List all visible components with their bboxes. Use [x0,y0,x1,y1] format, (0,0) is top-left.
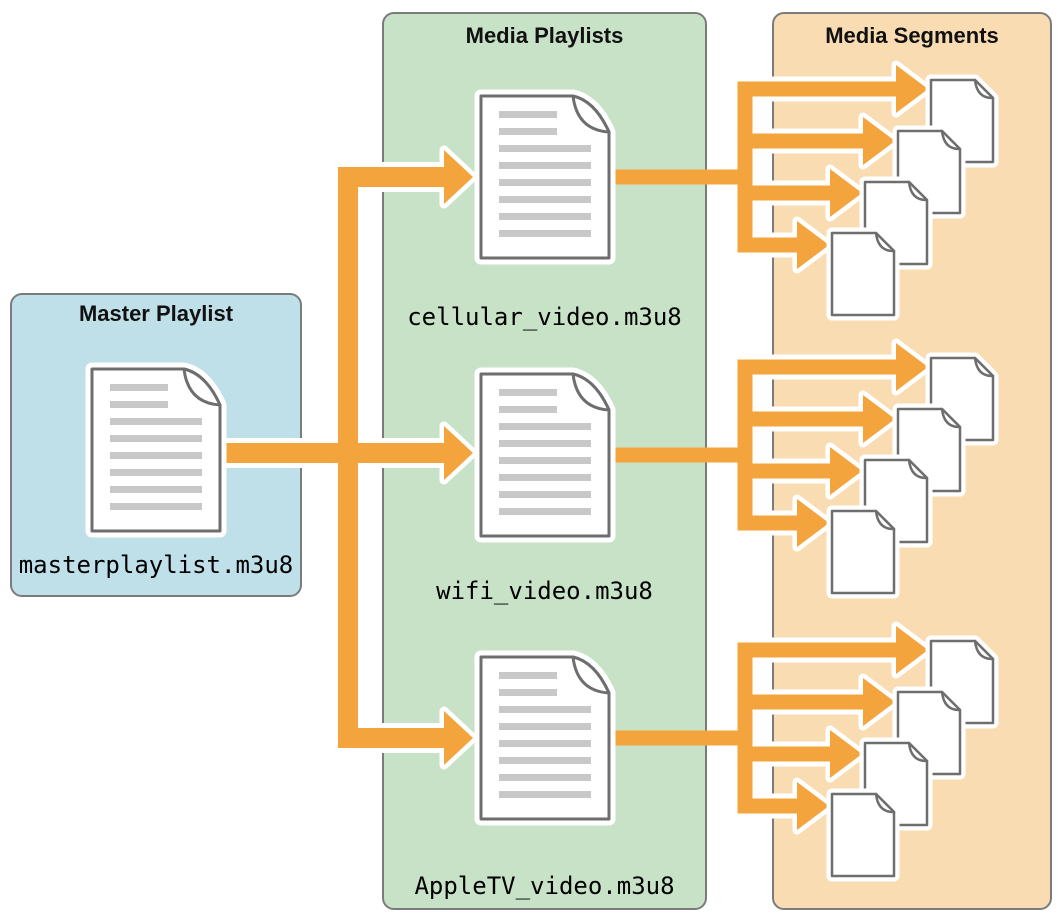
media-playlists-title: Media Playlists [465,23,624,48]
master-playlist-title: Master Playlist [78,301,234,326]
master-to-playlists-arrows [201,145,478,770]
segments-group-cellular [608,65,993,315]
master-playlist-doc-icon [92,369,220,531]
wifi-playlist-doc-icon [481,374,609,536]
media-segments-title: Media Segments [825,23,999,48]
segments-group-appletv [608,626,993,876]
cellular-playlist-doc-icon [481,96,609,258]
appletv-playlist-doc-icon [481,657,609,819]
segments-group-wifi [608,343,993,593]
